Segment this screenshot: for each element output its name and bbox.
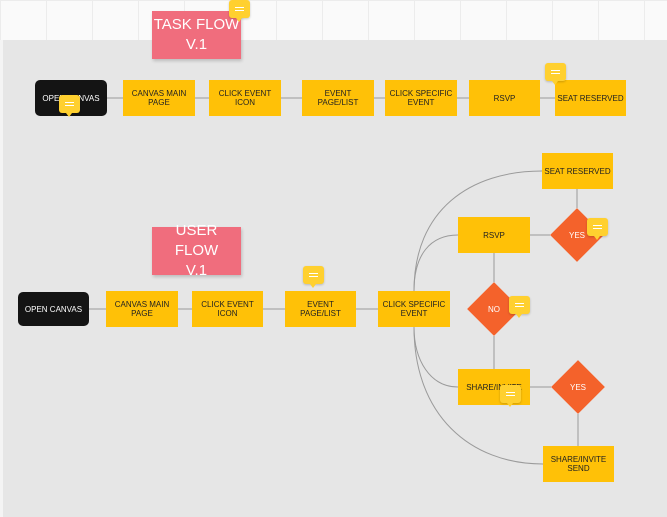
- comment-icon[interactable]: [229, 0, 250, 22]
- tf-click-specific-event[interactable]: CLICK SPECIFIC EVENT: [385, 80, 457, 116]
- branch-to-share-invite-send: [413, 326, 544, 465]
- tf-event-page-list[interactable]: EVENT PAGE/LIST: [302, 80, 374, 116]
- uf-share-invite-send[interactable]: SHARE/INVITE SEND: [543, 446, 614, 482]
- tf-seat-reserved[interactable]: SEAT RESERVED: [555, 80, 626, 116]
- uf-open-canvas[interactable]: OPEN CANVAS: [18, 292, 89, 326]
- task-flow-sticky-note[interactable]: TASK FLOW V.1: [152, 11, 241, 59]
- canvas-top-strip: [0, 0, 667, 40]
- tf-click-event-icon[interactable]: CLICK EVENT ICON: [209, 80, 281, 116]
- comment-icon[interactable]: [509, 296, 530, 318]
- comment-icon[interactable]: [303, 266, 324, 288]
- user-flow-sticky-note[interactable]: USER FLOW V.1: [152, 222, 241, 279]
- decision-no-label: NO: [488, 304, 500, 314]
- uf-seat-reserved[interactable]: SEAT RESERVED: [542, 153, 613, 189]
- uf-canvas-main-page[interactable]: CANVAS MAIN PAGE: [106, 291, 178, 327]
- uf-click-event-icon[interactable]: CLICK EVENT ICON: [192, 291, 263, 327]
- decision-no[interactable]: NO: [467, 282, 521, 336]
- decision-yes-bottom-label: YES: [569, 382, 586, 392]
- comment-icon[interactable]: [545, 63, 566, 85]
- branch-to-seat-reserved: [413, 170, 543, 292]
- branch-to-rsvp: [413, 234, 459, 292]
- uf-rsvp[interactable]: RSVP: [458, 217, 530, 253]
- uf-click-specific-event[interactable]: CLICK SPECIFIC EVENT: [378, 291, 450, 327]
- diagram-board: [3, 40, 667, 517]
- decision-yes-top-label: YES: [568, 230, 585, 240]
- tf-rsvp[interactable]: RSVP: [469, 80, 540, 116]
- decision-yes-bottom[interactable]: YES: [551, 360, 605, 414]
- comment-icon[interactable]: [500, 385, 521, 407]
- comment-icon[interactable]: [59, 95, 80, 117]
- decision-yes-top[interactable]: YES: [550, 208, 604, 262]
- tf-canvas-main-page[interactable]: CANVAS MAIN PAGE: [123, 80, 195, 116]
- comment-icon[interactable]: [587, 218, 608, 240]
- uf-event-page-list[interactable]: EVENT PAGE/LIST: [285, 291, 356, 327]
